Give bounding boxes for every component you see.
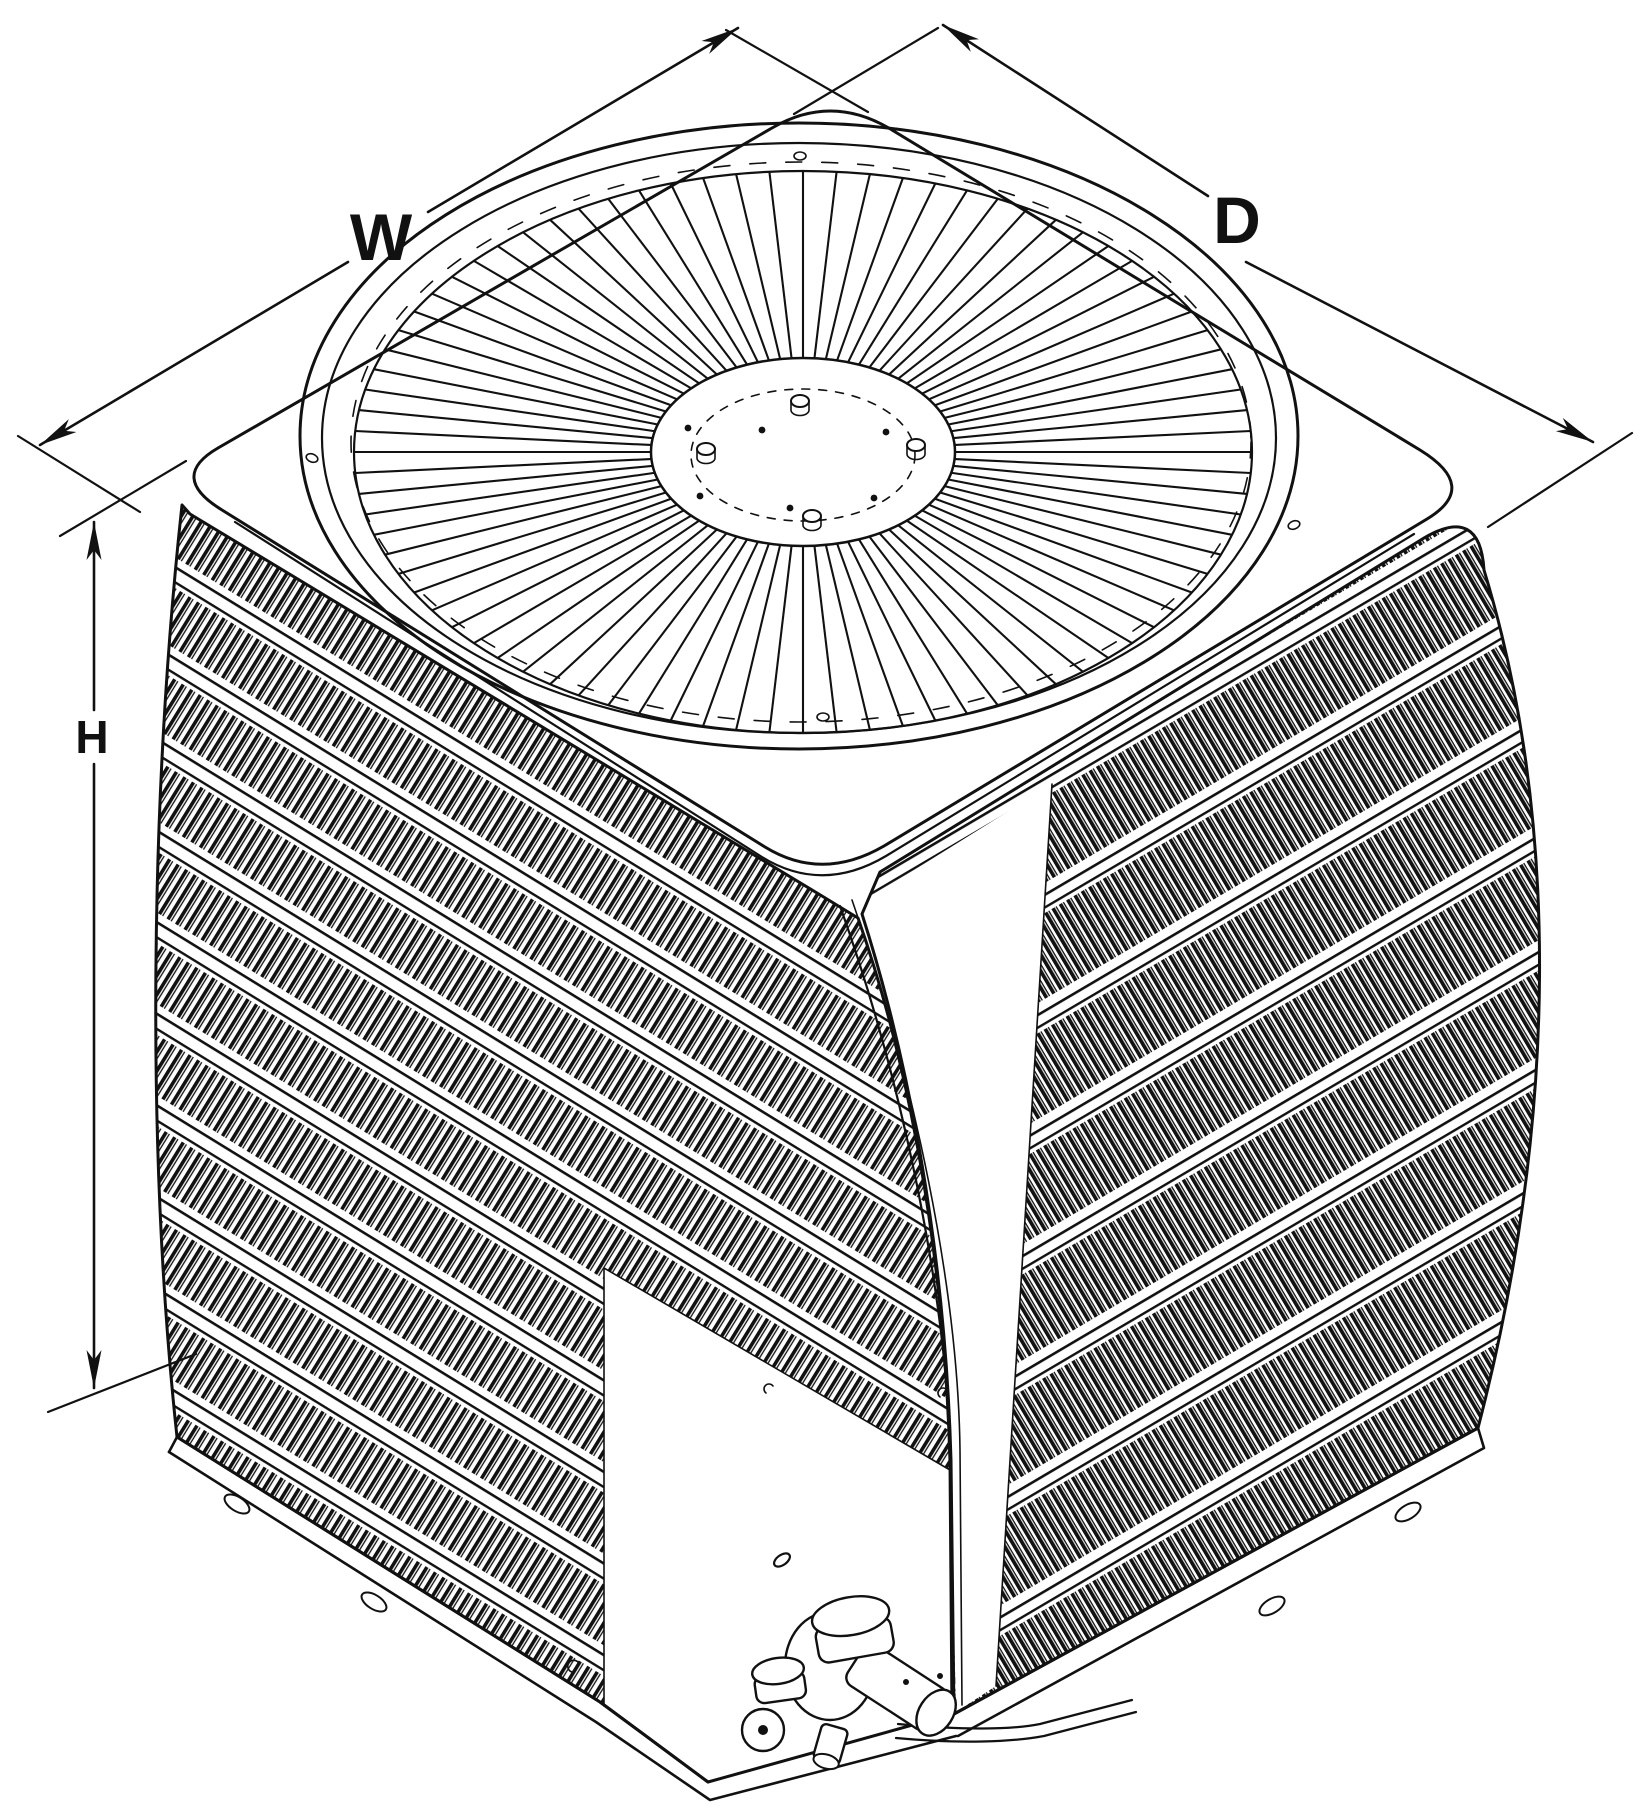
depth-extension-line-right bbox=[1486, 431, 1634, 529]
fan-spokes bbox=[354, 171, 1252, 733]
width-dim-line-upper bbox=[426, 26, 740, 214]
hub-rivet bbox=[786, 504, 794, 512]
front-corner-seam-inner bbox=[851, 899, 963, 1706]
depth-dim-line-lower bbox=[1244, 260, 1595, 444]
panel-screw bbox=[816, 712, 830, 722]
width-extension-line-left bbox=[16, 434, 142, 514]
height-label: H bbox=[75, 711, 108, 763]
depth-extension-line-top bbox=[792, 26, 940, 116]
hub-rivet bbox=[696, 492, 704, 500]
hub-bolt bbox=[696, 442, 716, 465]
valve-cap-top bbox=[810, 1595, 891, 1638]
refrigerant-pipe-right-lower bbox=[894, 1710, 1138, 1743]
hub-plate bbox=[649, 356, 957, 548]
fan-opening-rim bbox=[298, 121, 1300, 751]
base-rail-left bbox=[175, 1435, 710, 1784]
hub-bolt bbox=[906, 438, 926, 461]
left-access-panel-seam bbox=[603, 1267, 951, 1707]
valve-cap-small-top bbox=[751, 1656, 806, 1686]
dimension-annotations: W D H bbox=[16, 23, 1634, 1414]
fan-hub bbox=[649, 356, 957, 548]
service-valve-assembly bbox=[566, 1383, 1138, 1771]
width-dim-line-lower bbox=[38, 260, 350, 447]
width-label: W bbox=[350, 200, 413, 274]
dimension-height: H bbox=[46, 459, 198, 1414]
fan-grille bbox=[298, 121, 1300, 751]
valve-rivet bbox=[937, 1673, 943, 1679]
top-panel-lip bbox=[233, 520, 1416, 877]
dimension-depth: D bbox=[792, 23, 1634, 529]
access-strip-seam bbox=[995, 783, 1053, 1687]
base-rail-right-lower bbox=[956, 1426, 1486, 1738]
width-extension-line-top bbox=[724, 28, 870, 114]
base-foot bbox=[360, 1591, 388, 1613]
hub-rivet bbox=[870, 494, 878, 502]
valve-bracket-mark bbox=[566, 1659, 579, 1673]
base-rail-end-left bbox=[167, 1435, 179, 1454]
panel-screw bbox=[1287, 519, 1301, 531]
hub-rivet bbox=[758, 426, 766, 434]
height-extension-line-top bbox=[58, 459, 188, 538]
panel-hole bbox=[772, 1552, 792, 1568]
depth-label: D bbox=[1213, 183, 1261, 257]
condenser-unit bbox=[154, 109, 1541, 1802]
hub-rivet bbox=[684, 424, 692, 432]
suction-pipe-end bbox=[915, 1688, 958, 1737]
valve-rivet bbox=[903, 1679, 909, 1685]
base-foot bbox=[223, 1493, 251, 1515]
panel-clip bbox=[937, 1387, 948, 1398]
panel-screw bbox=[305, 452, 319, 464]
front-corner-seam bbox=[838, 904, 955, 1714]
height-extension-line-bottom bbox=[46, 1352, 198, 1414]
base-foot bbox=[1258, 1595, 1286, 1617]
hub-rivet bbox=[882, 428, 890, 436]
front-corner-access-strip bbox=[858, 784, 1052, 1712]
panel-screw bbox=[793, 151, 807, 161]
hub-bolt bbox=[790, 394, 810, 417]
base-rail-right bbox=[952, 1426, 1480, 1716]
valve-stub-end bbox=[812, 1752, 840, 1771]
base-foot bbox=[1394, 1501, 1422, 1523]
panel-clip bbox=[763, 1383, 774, 1394]
right-face-outline bbox=[860, 525, 1541, 1716]
right-louvered-face bbox=[838, 525, 1541, 1716]
hub-bolt bbox=[802, 509, 822, 532]
liquid-valve-port bbox=[758, 1725, 768, 1735]
depth-dim-line-upper bbox=[941, 23, 1210, 198]
